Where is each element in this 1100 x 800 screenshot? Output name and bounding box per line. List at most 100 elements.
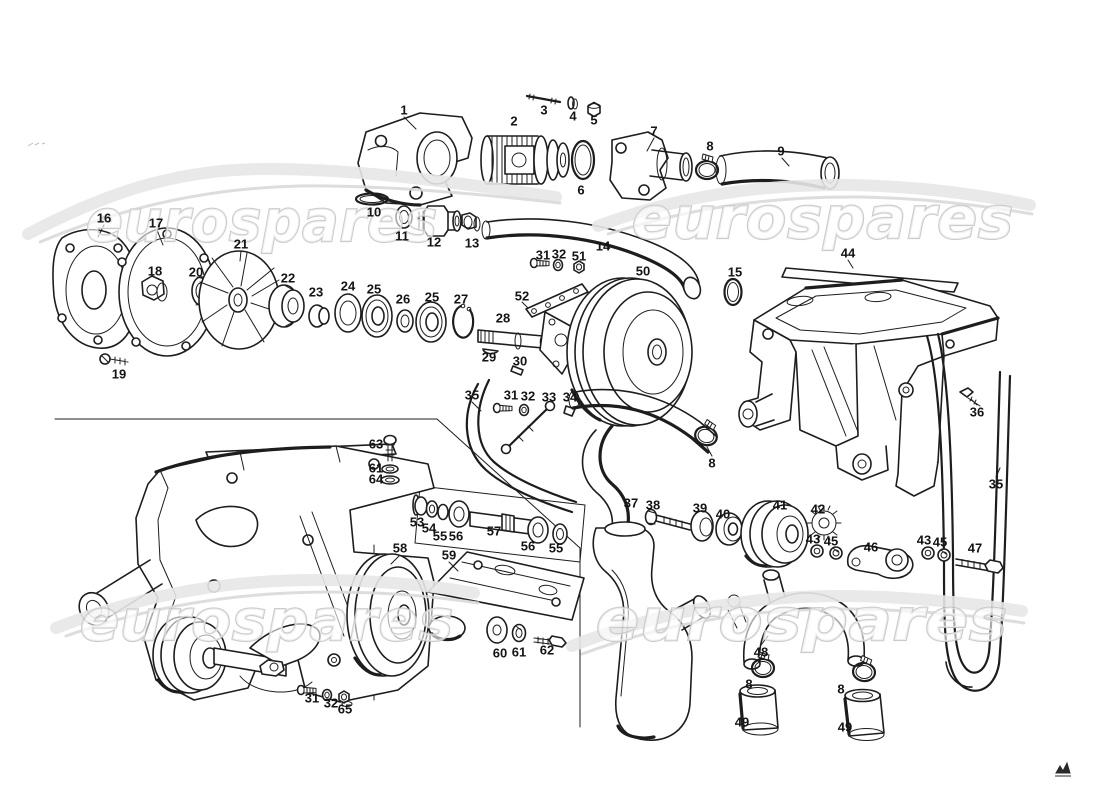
part-label-62: 62 xyxy=(540,643,554,658)
watermark-text-4: eurospares xyxy=(596,586,1008,654)
part-label-56: 56 xyxy=(449,529,463,544)
part-label-64: 64 xyxy=(369,472,384,487)
part-label-2: 2 xyxy=(510,114,517,129)
part-43-washer xyxy=(810,544,824,558)
label-leader-lines xyxy=(97,116,1001,646)
part-30-key xyxy=(510,365,524,376)
watermark-swoosh-bottom-left xyxy=(50,573,480,638)
part-label-50: 50 xyxy=(636,264,650,279)
part-label-20: 20 xyxy=(189,265,203,280)
part-47-bolt xyxy=(955,558,1004,574)
part-23-bushing xyxy=(308,304,330,328)
part-label-11: 11 xyxy=(395,229,409,244)
diagram-artwork xyxy=(27,93,1071,777)
watermark-swoosh-bottom-right xyxy=(566,589,1028,656)
part-label-45: 45 xyxy=(824,534,838,549)
part-label-25: 25 xyxy=(425,290,439,305)
part-label-3: 3 xyxy=(540,103,547,118)
part-label-60: 60 xyxy=(493,646,507,661)
part-label-61: 61 xyxy=(369,461,383,476)
part-45-lockwasher xyxy=(937,548,951,562)
part-25-bearing-rear xyxy=(415,301,447,343)
part-label-58: 58 xyxy=(393,541,407,556)
part-label-55: 55 xyxy=(549,541,563,556)
part-label-32: 32 xyxy=(521,389,535,404)
part-label-25: 25 xyxy=(367,282,381,297)
part-24-seal-ring xyxy=(334,293,362,333)
part-label-13: 13 xyxy=(465,236,479,251)
part-label-6: 6 xyxy=(577,183,584,198)
part-label-52: 52 xyxy=(515,289,529,304)
part-label-42: 42 xyxy=(811,502,825,517)
part-28-pump-shaft xyxy=(477,329,547,350)
part-64-washer xyxy=(380,475,400,485)
part-33-link-rod xyxy=(500,400,556,455)
part-12-threaded-fitting xyxy=(418,205,462,237)
part-27-circlip xyxy=(452,303,475,339)
part-label-44: 44 xyxy=(841,246,856,261)
tensioner-pulley-assembly xyxy=(152,616,321,694)
part-label-53: 53 xyxy=(410,515,424,530)
part-label-9: 9 xyxy=(777,144,784,159)
part-41-idler-pulley xyxy=(740,500,809,568)
part-65-nut xyxy=(338,690,353,707)
part-46-tensioner-arm xyxy=(846,544,914,580)
watermark-swoosh-top-left xyxy=(22,162,562,244)
part-label-18: 18 xyxy=(148,264,162,279)
watermark-text-3: eurospares xyxy=(80,589,454,654)
watermark-text-2: eurospares xyxy=(632,184,1014,252)
corner-smudge xyxy=(27,142,46,147)
part-35-v-belt-right xyxy=(925,332,1012,692)
part-label-22: 22 xyxy=(281,271,295,286)
part-label-16: 16 xyxy=(97,211,111,226)
part-label-4: 4 xyxy=(569,109,577,124)
part-11-washer xyxy=(395,205,413,229)
part-label-45: 45 xyxy=(933,535,947,550)
part-label-51: 51 xyxy=(572,249,586,264)
part-13-nut xyxy=(461,212,481,232)
part-label-55: 55 xyxy=(433,529,447,544)
part-22-pulley-boss xyxy=(268,284,305,328)
part-39-dished-washer xyxy=(690,510,714,542)
part-31-bolt xyxy=(492,402,513,414)
part-26-spacer xyxy=(396,309,414,333)
part-15-o-ring xyxy=(723,277,743,307)
part-label-5: 5 xyxy=(590,113,597,128)
part-label-54: 54 xyxy=(422,521,437,536)
part-label-46: 46 xyxy=(864,540,878,555)
part-label-40: 40 xyxy=(716,507,730,522)
part-29-woodruff-key xyxy=(482,348,499,355)
part-35-v-belt-left xyxy=(465,378,578,514)
part-5-nut xyxy=(587,101,601,118)
part-label-63: 63 xyxy=(369,437,383,452)
part-49-hose-left xyxy=(738,684,779,736)
part-label-32: 32 xyxy=(552,247,566,262)
part-label-65: 65 xyxy=(338,702,352,717)
part-21-impeller-fan xyxy=(198,250,280,350)
part-label-56: 56 xyxy=(521,539,535,554)
part-6-o-ring xyxy=(570,139,596,181)
part-59-mount-plate xyxy=(427,551,585,642)
part-2-threaded-union xyxy=(480,135,570,185)
part-label-14: 14 xyxy=(596,239,611,254)
part-label-31: 31 xyxy=(305,691,319,706)
part-52-link-plate xyxy=(525,283,589,318)
part-label-48: 48 xyxy=(754,645,768,660)
shaft-assembly-callout-box xyxy=(414,485,586,563)
part-7-outlet-flange xyxy=(609,131,693,201)
part-61-lockwasher xyxy=(511,623,527,643)
part-label-28: 28 xyxy=(496,311,510,326)
part-label-21: 21 xyxy=(234,237,248,252)
part-40-bearing xyxy=(715,512,743,546)
part-label-7: 7 xyxy=(650,124,657,139)
part-label-8: 8 xyxy=(837,682,844,697)
part-label-43: 43 xyxy=(917,533,931,548)
watermark-text-1: eurospares xyxy=(86,187,438,255)
part-label-34: 34 xyxy=(563,390,578,405)
watermark-layer: eurospares eurospares eurospares eurospares xyxy=(22,162,1036,656)
part-label-10: 10 xyxy=(367,205,381,220)
part-label-47: 47 xyxy=(968,541,982,556)
